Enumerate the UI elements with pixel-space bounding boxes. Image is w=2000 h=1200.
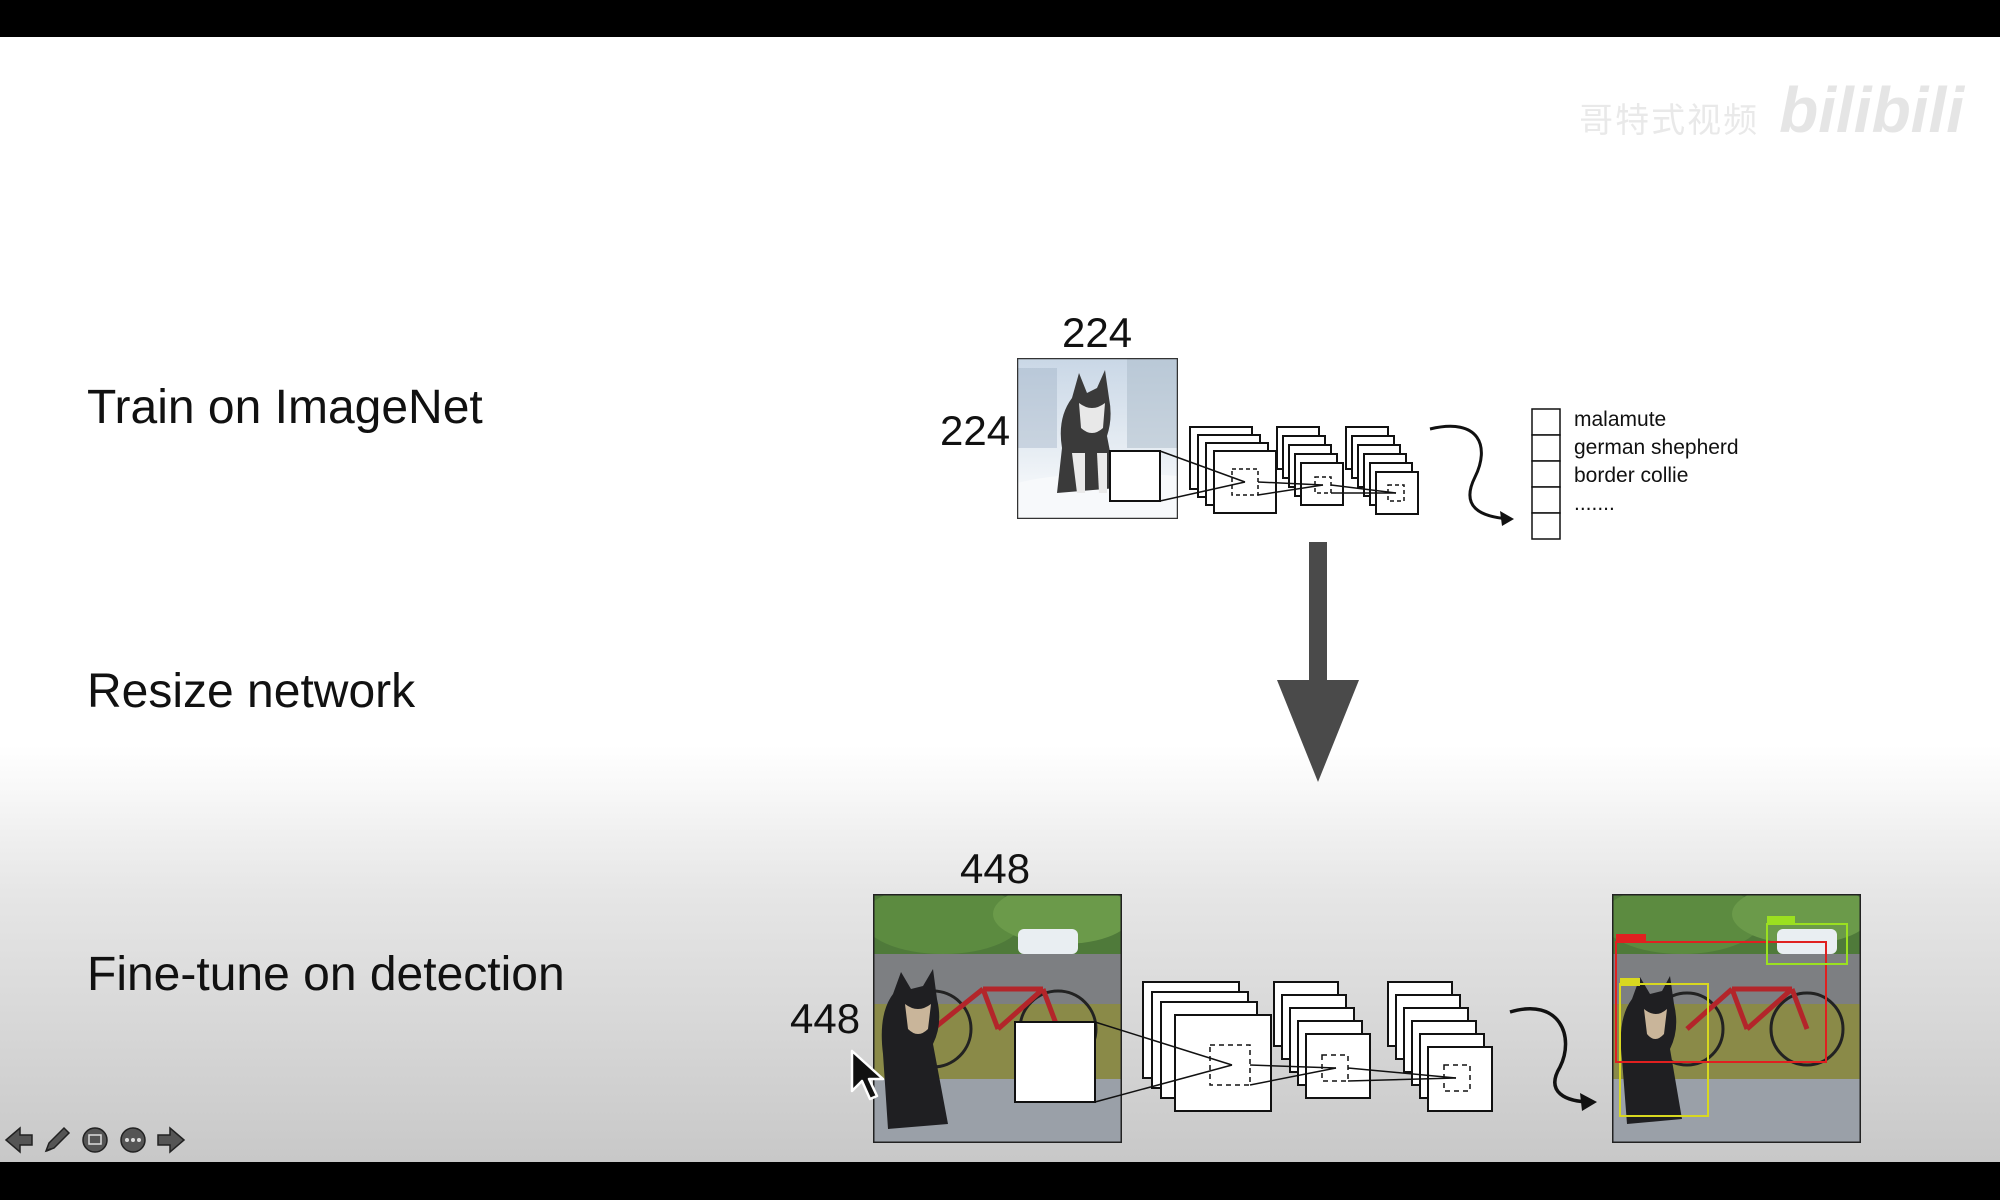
input-width-448: 448	[960, 845, 1031, 892]
slideshow-controls	[4, 1125, 186, 1155]
next-slide-icon[interactable]	[156, 1125, 186, 1155]
class-label-border-collie: border collie	[1574, 464, 1689, 487]
resize-label: Resize network	[87, 665, 416, 718]
class-label-ellipsis: .......	[1574, 492, 1615, 515]
bilibili-logo: bilibili	[1779, 74, 1964, 146]
input-width-224: 224	[1062, 309, 1133, 356]
detection-cnn-diagram	[1014, 981, 1597, 1112]
slide: 哥特式视频 bilibili Train on ImageNet Resize …	[0, 37, 2000, 1162]
resize-down-arrow	[1277, 542, 1359, 782]
watermark: 哥特式视频 bilibili	[1579, 73, 1964, 147]
screen-icon[interactable]	[80, 1125, 110, 1155]
class-label-german-shepherd: german shepherd	[1574, 436, 1739, 459]
prev-slide-icon[interactable]	[4, 1125, 34, 1155]
input-height-448: 448	[790, 995, 861, 1042]
pen-icon[interactable]	[42, 1125, 72, 1155]
watermark-owner: 哥特式视频	[1579, 102, 1760, 140]
imagenet-cnn-diagram	[1109, 424, 1514, 526]
letterbox-bottom	[0, 1162, 2000, 1200]
mouse-cursor-icon	[850, 1049, 885, 1101]
train-label: Train on ImageNet	[87, 381, 483, 434]
input-height-224: 224	[940, 407, 1011, 454]
more-options-icon[interactable]	[118, 1125, 148, 1155]
class-label-malamute: malamute	[1574, 408, 1667, 431]
detection-output-photo	[1612, 894, 1861, 1143]
finetune-label: Fine-tune on detection	[87, 948, 565, 1001]
class-output-vector	[1531, 408, 1561, 540]
